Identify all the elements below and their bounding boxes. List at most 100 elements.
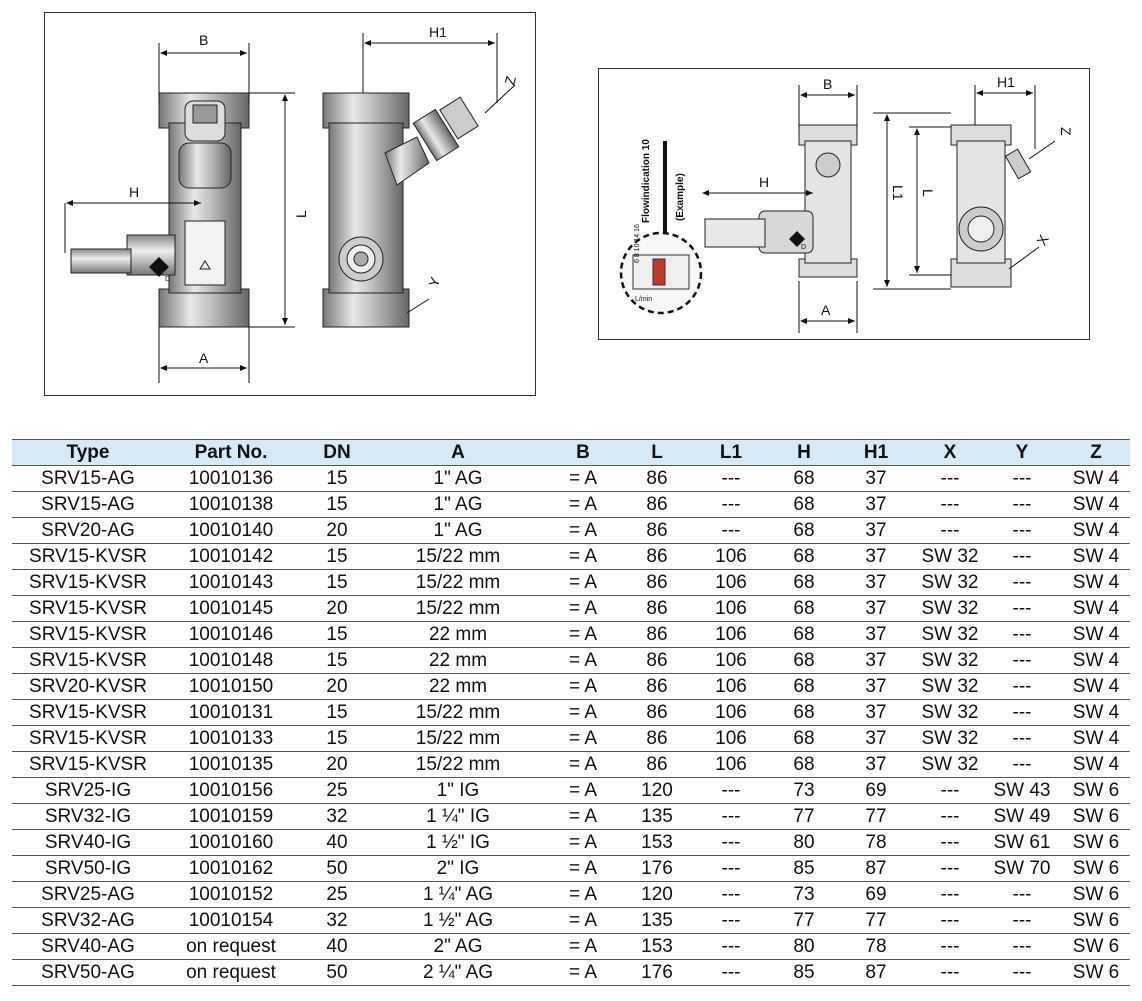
- cell-dn: 40: [298, 829, 376, 856]
- cell-h: 77: [774, 803, 834, 830]
- cell-h: 68: [774, 647, 834, 674]
- cell-a: 22 mm: [376, 621, 540, 648]
- cell-h: 68: [774, 699, 834, 726]
- cell-b: = A: [540, 959, 626, 986]
- cell-part-no: 10010160: [164, 829, 298, 856]
- header-x: X: [918, 439, 982, 466]
- cell-l1: 106: [688, 569, 774, 596]
- dim-a-left: A: [199, 350, 209, 366]
- cell-part-no: on request: [164, 959, 298, 986]
- cell-type: SRV15-KVSR: [12, 751, 164, 778]
- cell-a: 22 mm: [376, 647, 540, 674]
- cell-h: 85: [774, 855, 834, 882]
- flow-caption-line1: Flowindication 10: [641, 139, 652, 223]
- cell-l: 86: [626, 491, 688, 518]
- cell-y: ---: [982, 543, 1062, 570]
- cell-h: 73: [774, 777, 834, 804]
- cell-h: 80: [774, 829, 834, 856]
- cell-z: SW 6: [1062, 777, 1130, 804]
- cell-b: = A: [540, 725, 626, 752]
- cell-x: SW 32: [918, 699, 982, 726]
- cell-x: SW 32: [918, 621, 982, 648]
- cell-h1: 37: [834, 595, 918, 622]
- cell-x: ---: [918, 907, 982, 934]
- dimension-lines-left: [64, 33, 516, 383]
- cell-l: 86: [626, 517, 688, 544]
- cell-h: 68: [774, 621, 834, 648]
- cell-z: SW 6: [1062, 803, 1130, 830]
- cell-a: 15/22 mm: [376, 595, 540, 622]
- dim-b-left: B: [199, 32, 208, 48]
- cell-h1: 37: [834, 725, 918, 752]
- cell-y: ---: [982, 933, 1062, 960]
- header-part-no: Part No.: [164, 439, 298, 466]
- cell-a: 1 ½" AG: [376, 907, 540, 934]
- cell-y: ---: [982, 699, 1062, 726]
- cell-x: SW 32: [918, 725, 982, 752]
- cell-type: SRV15-KVSR: [12, 595, 164, 622]
- cell-h1: 37: [834, 517, 918, 544]
- cell-y: ---: [982, 569, 1062, 596]
- dim-x-right: X: [1033, 231, 1052, 248]
- cell-l1: ---: [688, 959, 774, 986]
- cell-type: SRV32-AG: [12, 907, 164, 934]
- cell-z: SW 6: [1062, 959, 1130, 986]
- cell-y: SW 49: [982, 803, 1062, 830]
- cell-a: 1" AG: [376, 491, 540, 518]
- cell-a: 15/22 mm: [376, 543, 540, 570]
- cell-y: ---: [982, 751, 1062, 778]
- gauge-scale-top: 6 8 10 14 16: [634, 224, 641, 263]
- cell-h1: 87: [834, 855, 918, 882]
- cell-l1: ---: [688, 465, 774, 492]
- header-a: A: [376, 439, 540, 466]
- dim-l-right: L: [920, 189, 936, 197]
- cell-l: 120: [626, 881, 688, 908]
- cell-part-no: 10010138: [164, 491, 298, 518]
- valve-drawing-right: Flowindication 10 (Example) 6 8 10 14 16…: [619, 74, 1074, 333]
- cell-b: = A: [540, 777, 626, 804]
- cell-part-no: 10010133: [164, 725, 298, 752]
- cell-a: 15/22 mm: [376, 569, 540, 596]
- cell-h: 68: [774, 673, 834, 700]
- cell-l1: 106: [688, 647, 774, 674]
- dim-h1-left: H1: [429, 24, 447, 40]
- cell-a: 2 ¼" AG: [376, 959, 540, 986]
- cell-l1: ---: [688, 803, 774, 830]
- cell-part-no: 10010142: [164, 543, 298, 570]
- cell-b: = A: [540, 569, 626, 596]
- cell-z: SW 4: [1062, 751, 1130, 778]
- cell-part-no: 10010136: [164, 465, 298, 492]
- cell-z: SW 4: [1062, 543, 1130, 570]
- cell-z: SW 4: [1062, 569, 1130, 596]
- cell-h1: 37: [834, 699, 918, 726]
- side-view: [322, 92, 479, 328]
- cell-h1: 78: [834, 933, 918, 960]
- cell-type: SRV50-AG: [12, 959, 164, 986]
- cell-dn: 25: [298, 777, 376, 804]
- cell-h1: 77: [834, 803, 918, 830]
- cell-dn: 40: [298, 933, 376, 960]
- cell-l1: ---: [688, 517, 774, 544]
- cell-type: SRV25-AG: [12, 881, 164, 908]
- cell-dn: 50: [298, 855, 376, 882]
- cell-dn: 15: [298, 465, 376, 492]
- cell-b: = A: [540, 855, 626, 882]
- cell-a: 1" IG: [376, 777, 540, 804]
- cell-a: 2" AG: [376, 933, 540, 960]
- cell-h: 73: [774, 881, 834, 908]
- cell-x: SW 32: [918, 569, 982, 596]
- cell-h1: 77: [834, 907, 918, 934]
- cell-dn: 15: [298, 725, 376, 752]
- header-l1: L1: [688, 439, 774, 466]
- cell-y: ---: [982, 881, 1062, 908]
- cell-x: ---: [918, 777, 982, 804]
- cell-l1: ---: [688, 491, 774, 518]
- cell-h: 68: [774, 595, 834, 622]
- label-d-left: D: [165, 276, 170, 283]
- cell-z: SW 4: [1062, 699, 1130, 726]
